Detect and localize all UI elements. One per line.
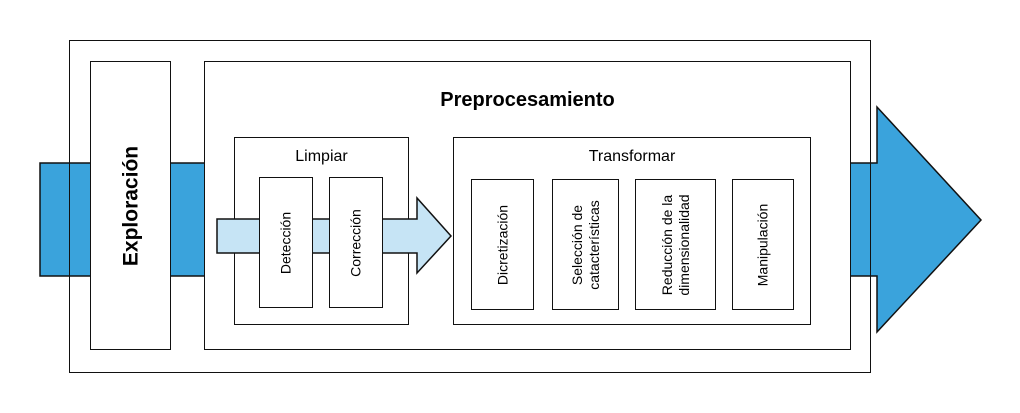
preprocesamiento-title: Preprocesamiento bbox=[440, 89, 615, 111]
step-deteccion-label: Detección bbox=[277, 211, 294, 274]
main-arrow-head bbox=[849, 105, 983, 334]
step-correccion: Corrección bbox=[329, 177, 383, 308]
step-correccion-label: Corrección bbox=[347, 208, 364, 277]
main-arrow-left bbox=[39, 162, 93, 277]
step-seleccion-label: Selección de catacterísticas bbox=[568, 199, 602, 290]
step-deteccion: Detección bbox=[259, 177, 313, 308]
step-reduccion: Reducción de la dimensionalidad bbox=[635, 179, 716, 310]
step-reduccion-label: Reducción de la dimensionalidad bbox=[658, 193, 692, 296]
step-manipulacion-label: Manipulación bbox=[754, 203, 771, 286]
step-discretizacion-label: Dicretización bbox=[494, 204, 511, 285]
main-arrow-middle bbox=[168, 162, 207, 277]
exploracion-box: Exploración bbox=[90, 61, 171, 350]
step-manipulacion: Manipulación bbox=[732, 179, 794, 310]
step-discretizacion: Dicretización bbox=[471, 179, 534, 310]
limpiar-title: Limpiar bbox=[295, 148, 348, 165]
step-seleccion: Selección de catacterísticas bbox=[552, 179, 619, 310]
transformar-title: Transformar bbox=[588, 148, 676, 165]
outer-container bbox=[69, 40, 871, 373]
